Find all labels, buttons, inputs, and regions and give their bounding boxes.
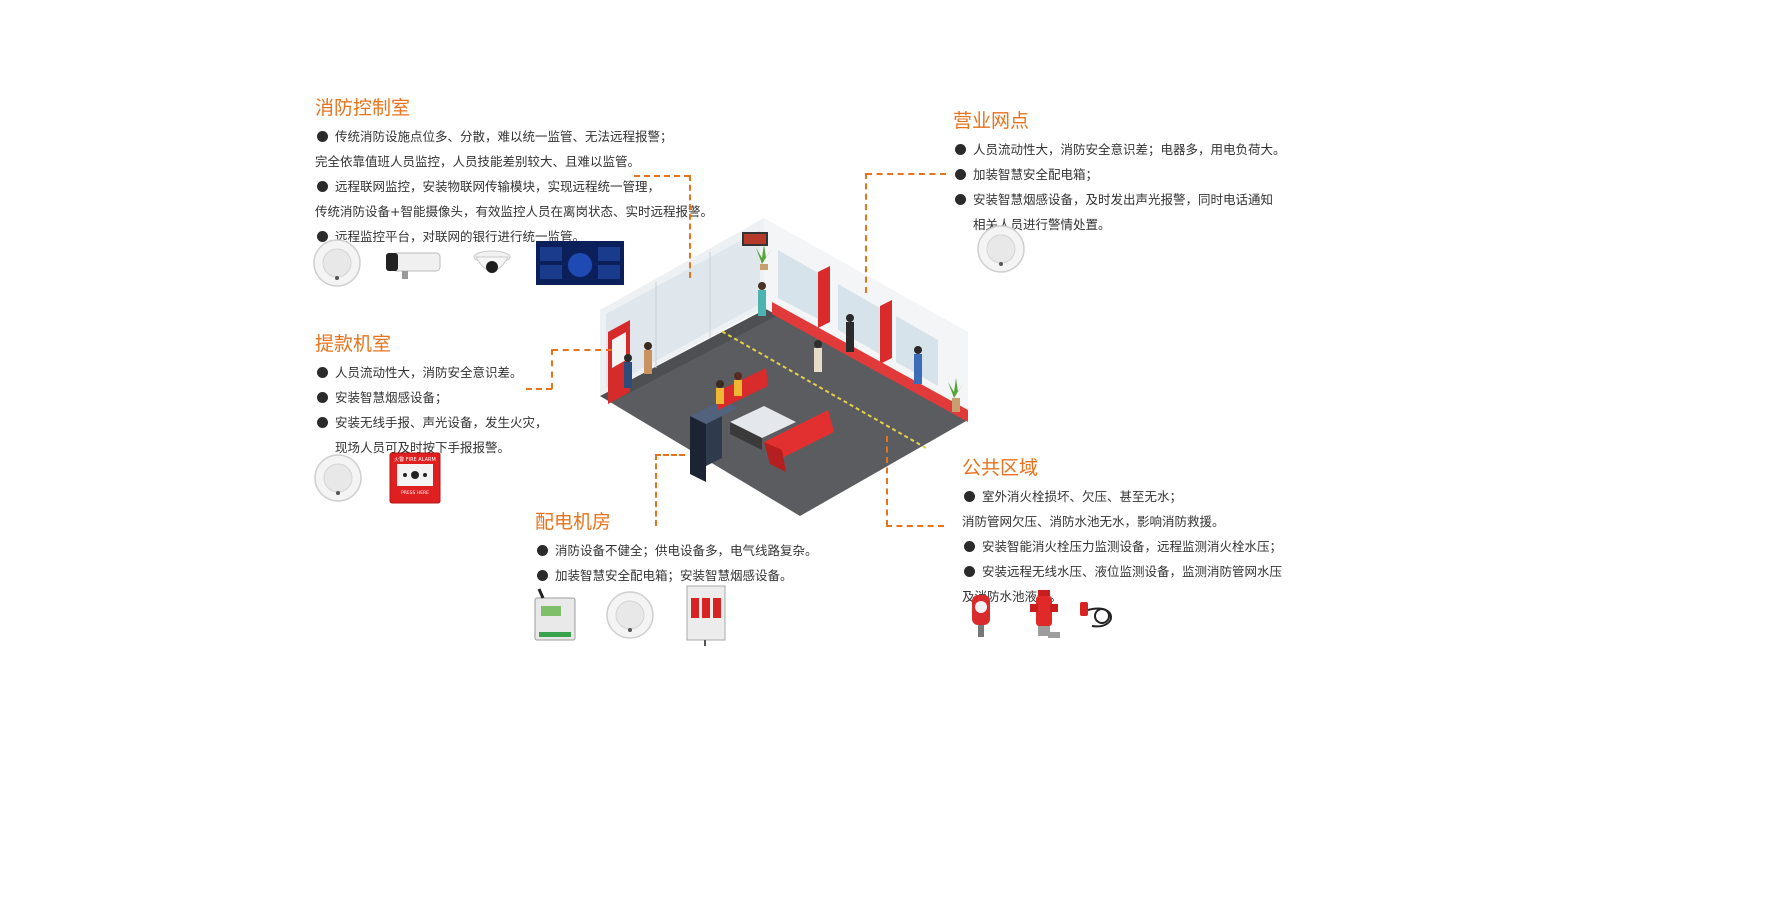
atm-room-title: 提款机室 (315, 333, 392, 355)
connector-control-room (634, 175, 690, 177)
public-area-line-1: 室外消火栓损坏、欠压、甚至无水； (962, 484, 1282, 509)
connector-control-room-v (689, 175, 691, 278)
manual-alarm-button-icon: 火警 FIRE ALARM PRESS HERE (389, 452, 441, 504)
atm-room-line-2: 安装智慧烟感设备； (315, 385, 548, 410)
connector-public-area (886, 525, 944, 527)
business-outlet-title: 营业网点 (953, 110, 1030, 132)
connector-business-outlet (866, 173, 946, 175)
public-area-title: 公共区域 (962, 457, 1039, 479)
control-room-line-1: 传统消防设施点位多、分散，难以统一监管、无法远程报警； (315, 124, 713, 149)
level-sensor-icon (1080, 602, 1112, 628)
bank-branch-illustration (600, 218, 968, 516)
control-room-line-3: 远程联网监控，安装物联网传输模块，实现远程统一管理， (315, 174, 713, 199)
public-area-line-2: 消防管网欠压、消防水池无水，影响消防救援。 (962, 514, 1225, 529)
public-area-products (968, 588, 1116, 644)
bullet-camera-icon (386, 252, 441, 279)
connector-atm-room (552, 349, 612, 351)
control-room-section: 消防控制室 传统消防设施点位多、分散，难以统一监管、无法远程报警； 完全依靠值班… (315, 96, 713, 249)
smoke-detector-icon (314, 454, 362, 502)
public-area-line-4: 安装远程无线水压、液位监测设备，监测消防管网水压 (962, 559, 1282, 584)
smoke-detector-icon (313, 239, 361, 287)
monitoring-dashboard-icon (536, 241, 624, 285)
control-room-line-2: 完全依靠值班人员监控，人员技能差别较大、且难以监管。 (315, 154, 641, 169)
power-room-line-1: 消防设备不健全；供电设备多，电气线路复杂。 (535, 538, 818, 563)
public-area-section: 公共区域 室外消火栓损坏、欠压、甚至无水； 消防管网欠压、消防水池无水，影响消防… (962, 456, 1282, 609)
customer-figures (624, 282, 922, 404)
connector-public-area-v (886, 436, 888, 526)
atm-room-line-3: 安装无线手报、声光设备，发生火灾， (315, 410, 548, 435)
atm-room-section: 提款机室 人员流动性大，消防安全意识差。 安装智慧烟感设备； 安装无线手报、声光… (315, 332, 548, 460)
power-room-line-2: 加装智慧安全配电箱；安装智慧烟感设备。 (535, 563, 818, 588)
smoke-detector-icon (606, 591, 654, 639)
public-area-line-3: 安装智能消火栓压力监测设备，远程监测消火栓水压； (962, 534, 1282, 559)
control-room-title: 消防控制室 (315, 97, 411, 119)
control-room-products (312, 238, 624, 288)
business-outlet-products (976, 224, 1026, 274)
power-monitor-module-icon (534, 588, 576, 641)
power-room-title: 配电机房 (535, 511, 612, 533)
smoke-detector-icon (977, 225, 1025, 273)
connector-power-room-v (655, 454, 657, 526)
business-outlet-line-1: 人员流动性大，消防安全意识差；电器多，用电负荷大。 (953, 137, 1286, 162)
power-room-section: 配电机房 消防设备不健全；供电设备多，电气线路复杂。 加装智慧安全配电箱；安装智… (535, 510, 818, 588)
atm-room-line-1: 人员流动性大，消防安全意识差。 (315, 360, 548, 385)
power-room-products (533, 584, 727, 646)
control-room-line-5: 远程监控平台，对联网的银行进行统一监管。 (315, 224, 713, 249)
business-outlet-line-2: 加装智慧安全配电箱； (953, 162, 1286, 187)
connector-business-outlet-v (865, 173, 867, 293)
circuit-breaker-icon (686, 585, 726, 646)
dome-camera-icon (473, 250, 511, 273)
atm-room-products: 火警 FIRE ALARM PRESS HERE (313, 452, 441, 504)
press-here-label: PRESS HERE (401, 490, 429, 496)
control-room-line-4: 传统消防设备+智能摄像头，有效监控人员在离岗状态、实时远程报警。 (315, 204, 713, 219)
plants (756, 244, 964, 412)
fire-alarm-label: 火警 FIRE ALARM (394, 456, 436, 463)
fire-hydrant-icon (1030, 590, 1060, 638)
business-outlet-line-3: 安装智慧烟感设备，及时发出声光报警，同时电话通知 (953, 187, 1286, 212)
business-outlet-section: 营业网点 人员流动性大，消防安全意识差；电器多，用电负荷大。 加装智慧安全配电箱… (953, 109, 1286, 237)
connector-atm-room-v (551, 349, 553, 389)
connector-atm-room-h2 (526, 388, 552, 390)
pressure-gauge-icon (972, 595, 990, 637)
connector-power-room (655, 454, 685, 456)
atm-room-line-4: 现场人员可及时按下手报报警。 (335, 440, 511, 455)
